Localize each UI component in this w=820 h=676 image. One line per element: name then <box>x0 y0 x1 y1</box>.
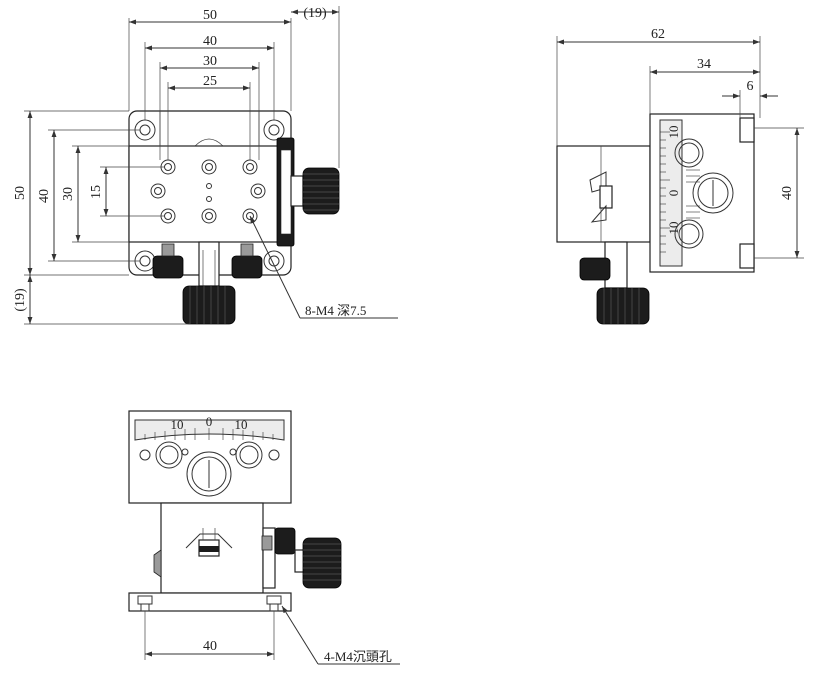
dim-height-30: 30 <box>61 187 76 201</box>
dim-width-30: 30 <box>203 54 217 69</box>
front-scale-right: 10 <box>235 417 248 432</box>
side-dim-40: 40 <box>780 186 795 200</box>
dim-width-40: 40 <box>203 34 217 49</box>
side-screw-lower <box>674 219 704 249</box>
front-scale-left: 10 <box>171 417 184 432</box>
side-view: 10 0 10 <box>556 27 804 325</box>
front-view: 10 0 10 <box>128 410 400 665</box>
front-dim-40: 40 <box>203 639 217 654</box>
side-dim-34: 34 <box>697 57 711 72</box>
dim-height-50: 50 <box>13 186 28 200</box>
dim-width-25: 25 <box>203 74 217 89</box>
dim-height-40: 40 <box>37 189 52 203</box>
side-screw-upper <box>674 138 704 168</box>
top-micrometer-knob <box>182 285 236 325</box>
top-lock-knob-left <box>152 255 184 279</box>
top-vertical-dims <box>24 110 190 325</box>
side-center-screw <box>692 172 734 214</box>
front-right-knob <box>302 537 342 589</box>
side-dim-62: 62 <box>651 27 665 42</box>
note-tapped-holes: 8-M4 深7.5 <box>305 303 366 318</box>
front-base <box>128 592 292 612</box>
dim-width-50: 50 <box>203 8 217 23</box>
top-lock-knob-right <box>231 255 263 279</box>
side-scale-lower: 10 <box>666 222 681 235</box>
top-view: 50 (19) 40 30 25 50 40 30 15 (19) <box>13 6 398 325</box>
dim-height-15: 15 <box>89 185 104 199</box>
side-dim-6: 6 <box>747 79 754 94</box>
front-center-screw <box>186 451 232 497</box>
side-micrometer-knob <box>596 287 650 325</box>
top-right-knob <box>302 167 340 215</box>
top-horizontal-dims <box>128 6 340 168</box>
side-scale-upper: 10 <box>666 126 681 139</box>
side-dims <box>556 36 804 259</box>
side-scale-zero: 0 <box>666 190 681 197</box>
dim-height-19: (19) <box>13 288 28 312</box>
note-counterbore-holes: 4-M4沉頭孔 <box>324 649 392 664</box>
dim-knob-19: (19) <box>303 6 327 21</box>
front-scale-zero: 0 <box>206 414 213 429</box>
